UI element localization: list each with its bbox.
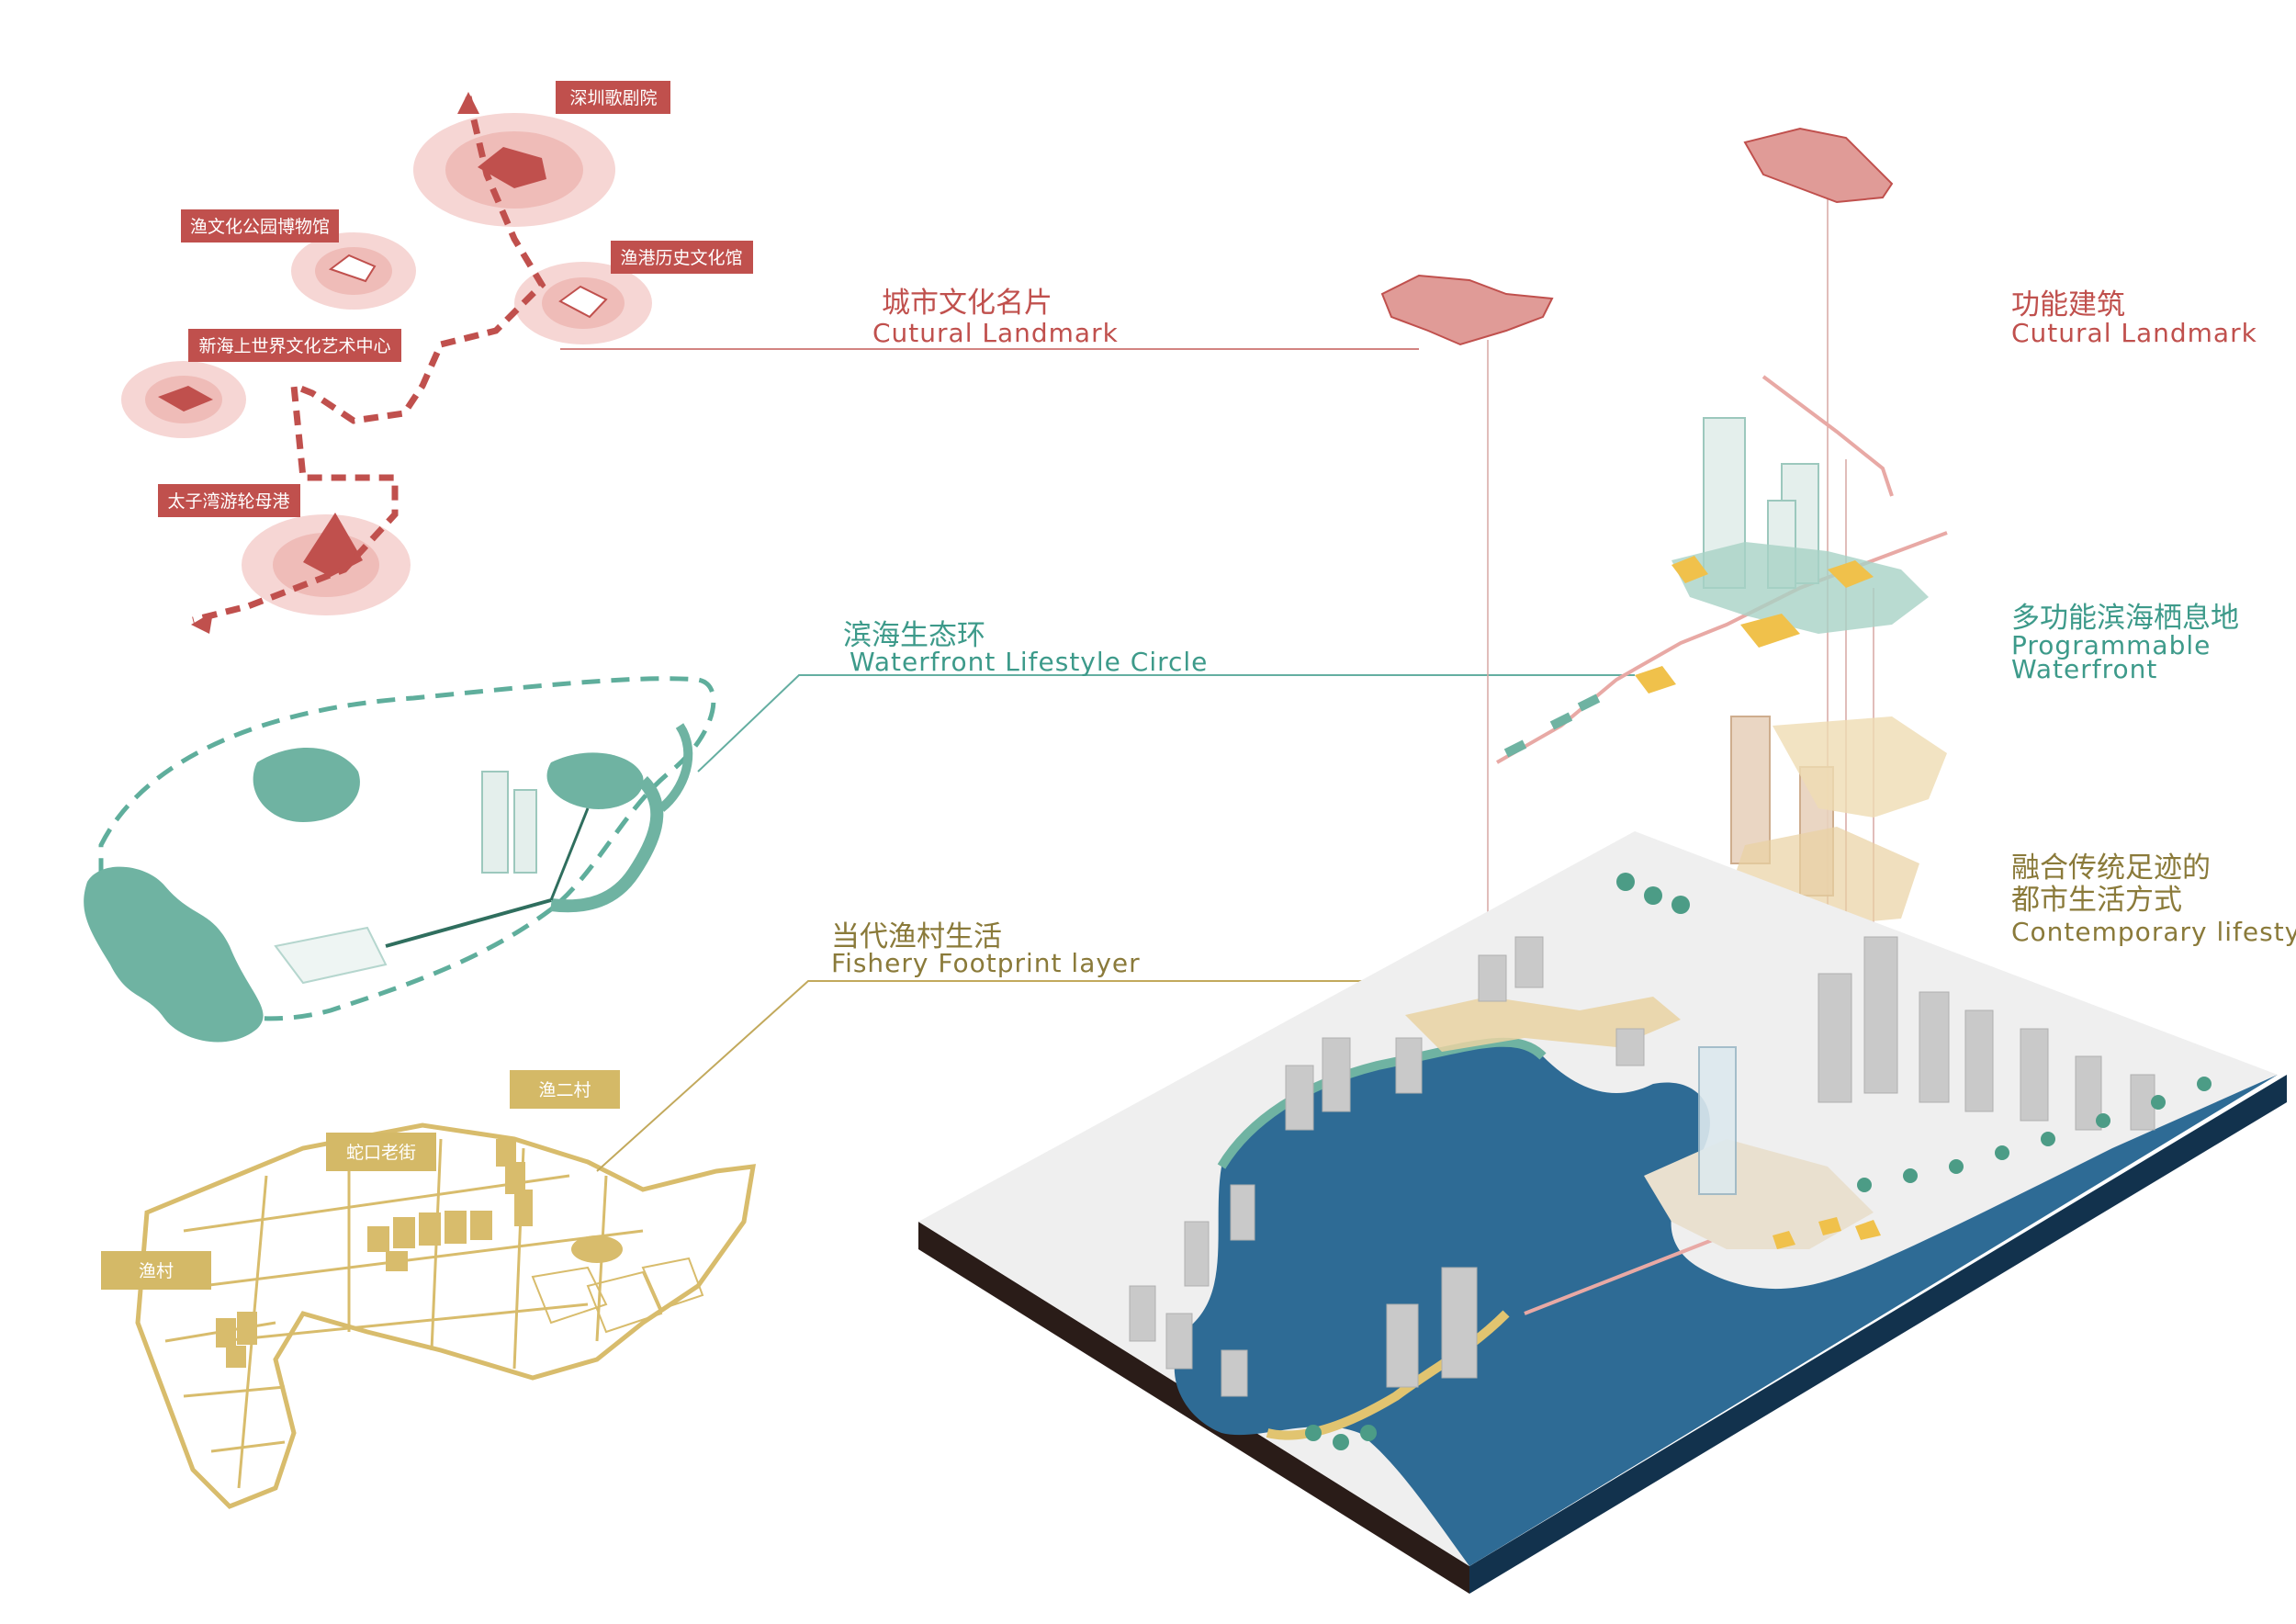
- model-buildings: [1129, 936, 2155, 1397]
- tag-fishery-museum: 渔文化公园博物馆: [181, 209, 339, 242]
- bay-water: [1174, 1042, 2278, 1566]
- island-left: [84, 866, 264, 1043]
- tag-cruise-port-label: 太子湾游轮母港: [167, 491, 289, 512]
- tag-art-center: 新海上世界文化艺术中心: [188, 329, 401, 362]
- waterfront-tower-1: [481, 771, 509, 874]
- shoreline-green: [1217, 1037, 1547, 1169]
- waterfront-circle-en: Waterfront Lifestyle Circle: [850, 647, 1208, 677]
- landmark-route-line: [192, 96, 546, 624]
- fishery-footprint-en: Fishery Footprint layer: [831, 948, 1141, 978]
- waterfront-circle-map: [84, 676, 716, 1043]
- functional-building-en: Cutural Landmark: [2011, 318, 2257, 348]
- village-buildings-yucun: [216, 1312, 257, 1368]
- cultural-landmark-cn: 城市文化名片: [882, 287, 1052, 320]
- glass-tower: [1698, 1046, 1737, 1195]
- programmable-waterfront-en-2: Waterfront: [2011, 654, 2157, 684]
- landmark-halo-fishery-museum: [291, 232, 416, 310]
- programmable-waterfront-cn: 多功能滨海栖息地: [2011, 602, 2239, 635]
- harbor-grid: [531, 1257, 704, 1334]
- village-buildings-yuercun: [496, 1139, 533, 1226]
- pontoons: [1773, 1217, 1881, 1249]
- model-trees: [1305, 873, 2212, 1450]
- isometric-base-model: [918, 831, 2287, 1594]
- route-arrow-down: [191, 612, 213, 634]
- green-corridor-2: [658, 723, 693, 812]
- layer-waterfront-circle-label: 滨海生态环 Waterfront Lifestyle Circle: [697, 619, 1635, 773]
- cultural-landmark-en: Cutural Landmark: [872, 318, 1119, 348]
- contemporary-lifestyle-layer: [1727, 716, 1947, 928]
- route-arrow-up: [457, 92, 479, 114]
- floating-landmark-center: [1380, 274, 1554, 346]
- tag-yucun: 渔村: [101, 1251, 211, 1290]
- contemporary-lifestyle-cn-2: 都市生活方式: [2011, 884, 2182, 917]
- waterfront-path-2: [549, 807, 590, 901]
- tag-port-museum: 渔港历史文化馆: [611, 241, 753, 274]
- tag-cruise-port: 太子湾游轮母港: [158, 484, 300, 517]
- tag-shekou-label: 蛇口老街: [346, 1143, 416, 1163]
- island-right: [546, 752, 644, 809]
- landmark-halo-opera: [413, 113, 615, 227]
- bay-bridge: [1524, 1229, 1737, 1315]
- landmark-halo-cruise-port: [242, 513, 411, 615]
- harbor-landmark: [571, 1235, 623, 1263]
- street-network-outline: [135, 1122, 757, 1509]
- landmark-halo-port-museum: [514, 262, 652, 344]
- waterfront-path: [385, 898, 552, 948]
- layer-functional-building-label: 功能建筑 Cutural Landmark: [2011, 288, 2257, 348]
- island-top: [253, 747, 360, 822]
- floating-landmark-top: [1743, 127, 1894, 204]
- waterfront-pier: [274, 926, 388, 985]
- contemporary-lifestyle-cn-1: 融合传统足迹的: [2011, 851, 2211, 885]
- tag-shekou: 蛇口老街: [326, 1133, 436, 1171]
- base-side-right: [1469, 1075, 2287, 1594]
- landmark-halo-art-center: [121, 361, 246, 438]
- green-corridor: [550, 776, 664, 913]
- tag-opera-label: 深圳歌剧院: [569, 88, 657, 108]
- tag-yuercun: 渔二村: [510, 1070, 620, 1109]
- plaza-gold: [1405, 997, 1681, 1052]
- layer-programmable-waterfront-label: 多功能滨海栖息地 Programmable Waterfront: [2011, 602, 2239, 684]
- fishery-footprint-cn: 当代渔村生活: [831, 920, 1002, 953]
- programmable-waterfront-en-1: Programmable: [2011, 630, 2211, 660]
- layer-cultural-landmark-label: 城市文化名片 Cutural Landmark: [560, 287, 1419, 350]
- layer-contemporary-lifestyle-label: 融合传统足迹的 都市生活方式 Contemporary lifestyle: [2011, 851, 2296, 947]
- waterfront-tower-2: [513, 789, 537, 874]
- tag-yuercun-label: 渔二村: [538, 1080, 591, 1100]
- tag-yucun-label: 渔村: [139, 1261, 174, 1281]
- waterfront-dashed-ring: [98, 676, 716, 1021]
- tag-art-center-label: 新海上世界文化艺术中心: [198, 336, 390, 356]
- village-buildings-shekou: [367, 1211, 492, 1271]
- fishery-footprint-map: 渔二村 蛇口老街 渔村: [101, 1070, 757, 1509]
- cultural-landmark-map: 深圳歌剧院 渔文化公园博物馆 渔港历史文化馆 新海上世界文化艺术中心 太子湾游轮…: [121, 81, 753, 634]
- contemporary-lifestyle-en: Contemporary lifestyle: [2011, 917, 2296, 947]
- waterfront-circle-cn: 滨海生态环: [843, 619, 985, 652]
- functional-building-cn: 功能建筑: [2011, 288, 2125, 321]
- programmable-waterfront-layer: [1496, 375, 1948, 764]
- tag-port-museum-label: 渔港历史文化馆: [620, 248, 742, 268]
- tag-opera: 深圳歌剧院: [556, 81, 670, 114]
- tag-fishery-museum-label: 渔文化公园博物馆: [190, 217, 330, 237]
